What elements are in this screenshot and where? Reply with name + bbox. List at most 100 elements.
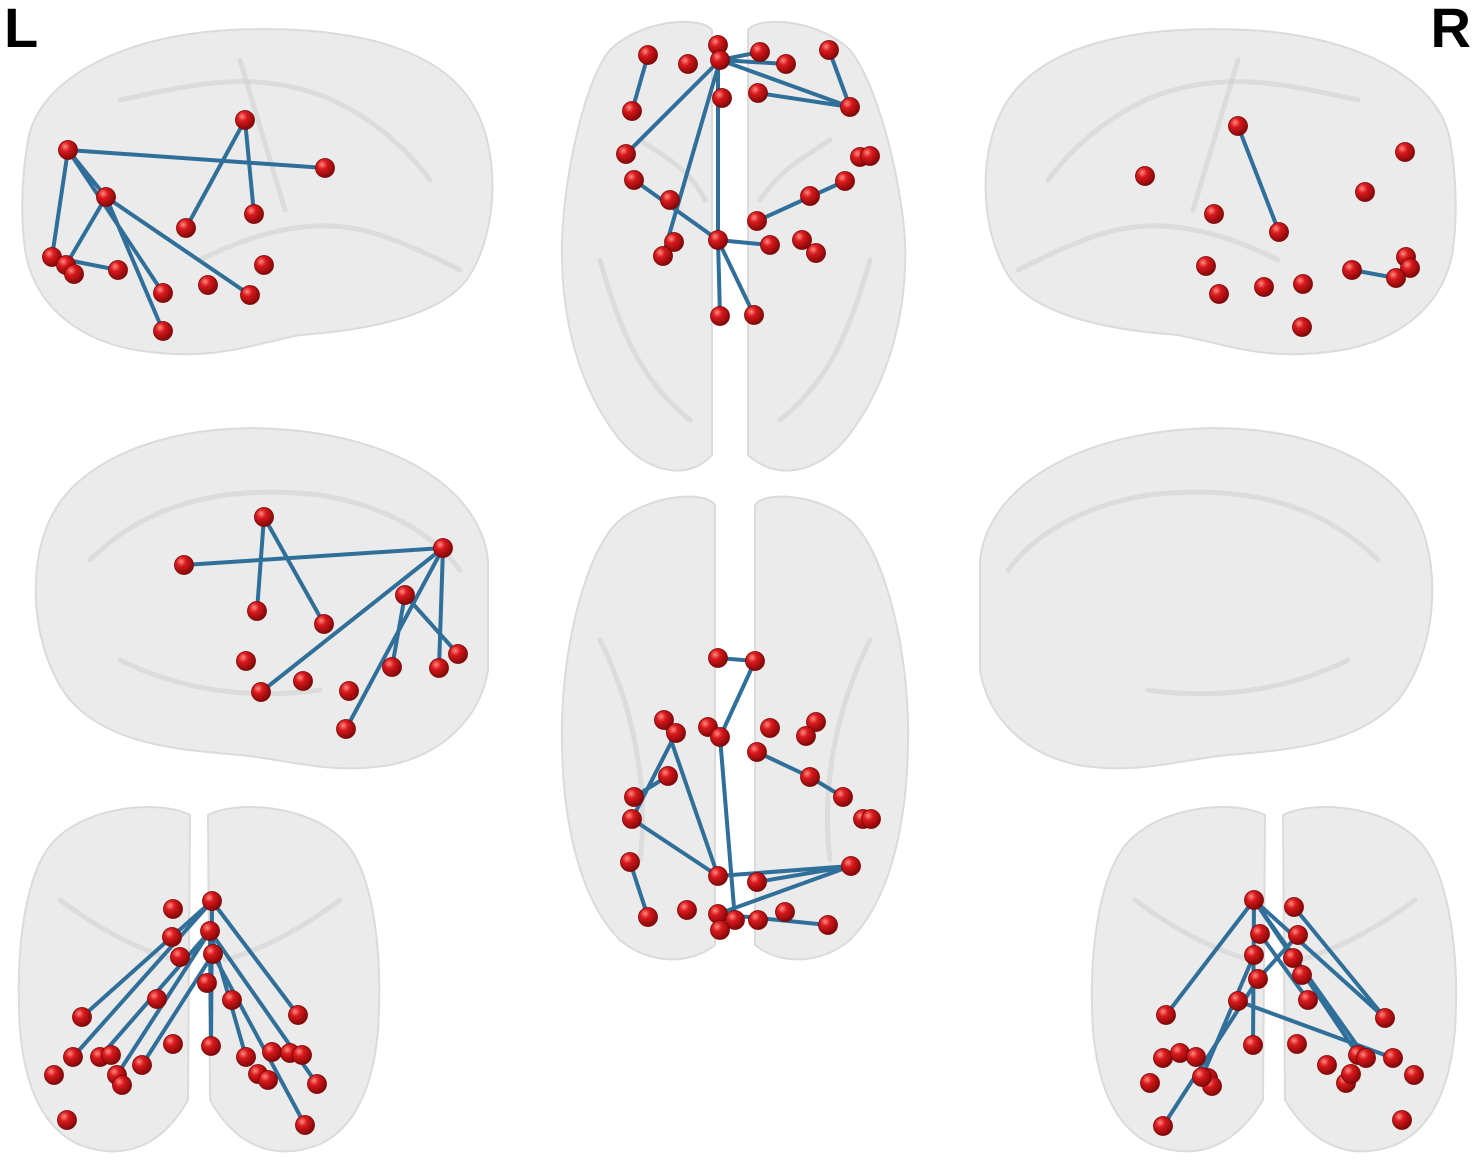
region-node — [1355, 182, 1375, 202]
connection-edge — [718, 659, 757, 739]
connection-edge — [716, 864, 853, 878]
region-node — [1375, 1008, 1395, 1028]
connection-edge — [1200, 953, 1256, 1079]
connection-edge — [716, 864, 853, 916]
region-node — [760, 235, 780, 255]
connection-edge — [211, 952, 307, 1127]
region-node — [677, 900, 697, 920]
brain-right-medial — [979, 427, 1434, 770]
connection-edge — [662, 718, 720, 878]
region-node — [1153, 1116, 1173, 1136]
region-node — [1298, 990, 1318, 1010]
region-node — [666, 723, 686, 743]
connection-edge — [184, 118, 247, 230]
region-node — [653, 246, 673, 266]
region-node — [664, 232, 684, 252]
region-node — [176, 218, 196, 238]
region-node — [748, 83, 768, 103]
region-node — [1287, 1034, 1307, 1054]
region-node — [262, 1042, 282, 1062]
region-node — [1250, 924, 1270, 944]
region-node — [1292, 317, 1312, 337]
region-node — [1341, 1064, 1361, 1084]
region-node — [244, 204, 264, 224]
connection-edge — [756, 91, 852, 109]
region-node — [198, 275, 218, 295]
region-node — [1228, 116, 1248, 136]
network-posterior-right — [1140, 890, 1424, 1136]
region-node — [1209, 284, 1229, 304]
region-node — [1228, 991, 1248, 1011]
brain-left-medial — [34, 427, 489, 770]
region-node — [203, 944, 223, 964]
region-node — [63, 1047, 83, 1067]
region-node — [382, 657, 402, 677]
region-node — [819, 40, 839, 60]
region-node — [747, 742, 767, 762]
region-node — [800, 186, 820, 206]
region-node — [57, 1110, 77, 1130]
region-node — [678, 54, 698, 74]
region-node — [1186, 1047, 1206, 1067]
region-node — [744, 305, 764, 325]
region-node — [747, 872, 767, 892]
left-hemisphere-label: L — [4, 0, 39, 59]
region-node — [841, 856, 861, 876]
region-node — [235, 110, 255, 130]
region-node — [638, 907, 658, 927]
region-node — [760, 718, 780, 738]
region-node — [315, 158, 335, 178]
region-node — [624, 787, 644, 807]
region-node — [236, 1047, 256, 1067]
region-node — [616, 144, 636, 164]
connection-edge — [66, 148, 327, 170]
region-node — [258, 1070, 278, 1090]
region-node — [162, 927, 182, 947]
region-node — [112, 1075, 132, 1095]
network-left-medial — [174, 507, 468, 739]
region-node — [254, 507, 274, 527]
right-hemisphere-label: R — [1430, 0, 1471, 59]
connection-edge — [1258, 932, 1310, 1002]
region-node — [336, 719, 356, 739]
region-node — [1284, 897, 1304, 917]
connection-edge — [437, 546, 445, 670]
region-node — [163, 1034, 183, 1054]
region-node — [288, 1005, 308, 1025]
region-node — [202, 891, 222, 911]
region-node — [236, 651, 256, 671]
region-node — [251, 682, 271, 702]
region-node — [1140, 1073, 1160, 1093]
region-node — [132, 1055, 152, 1075]
brain-dorsal — [560, 20, 907, 472]
connection-edge — [50, 148, 70, 259]
region-node — [1156, 1005, 1176, 1025]
connection-edge — [262, 515, 326, 626]
region-node — [712, 88, 732, 108]
region-node — [174, 555, 194, 575]
region-node — [1196, 256, 1216, 276]
region-node — [339, 681, 359, 701]
connection-edge — [716, 238, 722, 318]
network-posterior-left — [44, 891, 327, 1135]
region-node — [725, 910, 745, 930]
region-node — [1356, 1048, 1376, 1068]
region-node — [1153, 1048, 1173, 1068]
region-node — [708, 866, 728, 886]
region-node — [1383, 1048, 1403, 1068]
connection-edge — [624, 58, 722, 156]
network-right-lateral — [1135, 116, 1420, 337]
region-node — [147, 989, 167, 1009]
region-node — [861, 809, 881, 829]
region-node — [240, 285, 260, 305]
region-node — [710, 727, 730, 747]
region-node — [747, 211, 767, 231]
network-layer — [42, 35, 1424, 1136]
region-node — [1192, 1067, 1212, 1087]
region-node — [1317, 1055, 1337, 1075]
connection-edge — [716, 238, 756, 317]
region-node — [44, 1065, 64, 1085]
region-node — [622, 809, 642, 829]
region-node — [1392, 1110, 1412, 1130]
connection-edge — [1236, 124, 1281, 234]
